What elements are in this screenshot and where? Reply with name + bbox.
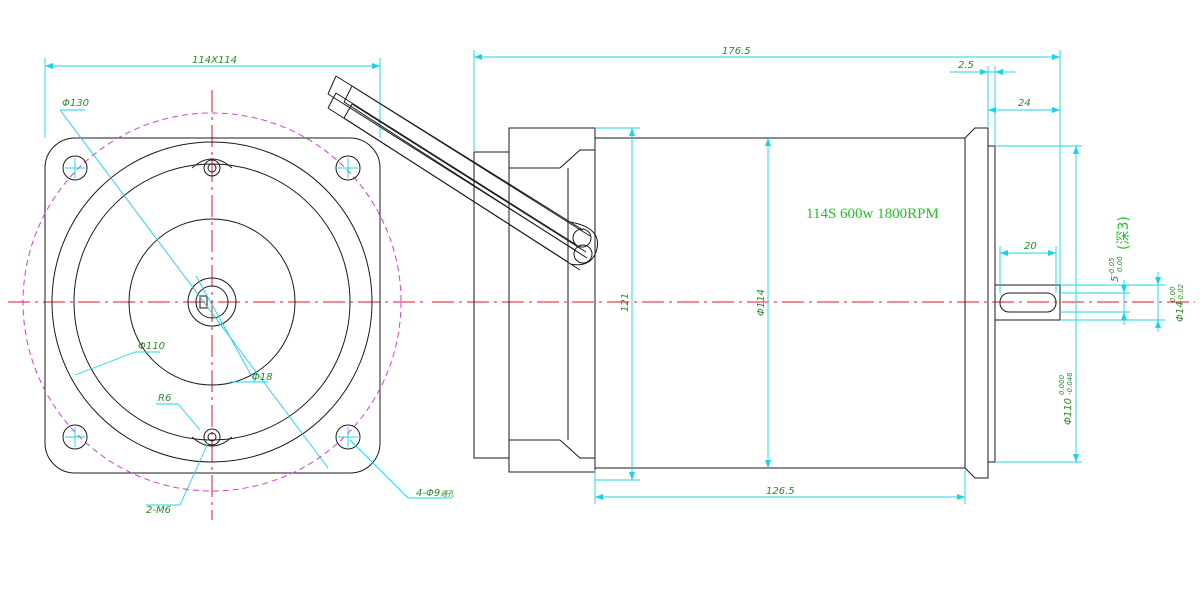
dim-pilot-tol-lower: -0.046 [1066,372,1074,395]
motor-title: 114S 600w 1800RPM [806,206,939,222]
pitch-circle [22,112,402,492]
square-flange [44,137,381,474]
dim-pilot-dia-label: Φ110 [1063,398,1074,425]
pilot-circle [128,218,296,386]
rear-end-cap [473,127,596,473]
dim-shaft-tol-lower: -0.02 [1177,283,1185,302]
motor-body [594,137,966,469]
keyway [999,292,1057,313]
dim-flange-label: 2.5 [958,60,974,71]
mount-hole-br [335,424,361,450]
shaft [994,284,1061,321]
dim-holes-leader [349,439,409,499]
top-tapped-hole [203,159,221,177]
shaft-circle [195,285,229,319]
dim-square-label: 114X114 [192,55,237,66]
pilot-boss [987,145,996,463]
bottom-notch [191,436,233,447]
dim-shaft-label: 24 [1018,98,1031,109]
dim-radius-label: R6 [158,393,171,404]
dim-boss-leader [195,275,256,383]
lead-wires [327,75,598,271]
bottom-tapped-hole [203,428,221,446]
dim-body-label: 126.5 [766,486,795,497]
dim-height-label: 121 [620,293,631,312]
dim-pilot-leader [74,351,136,376]
dim-key-width-label: 5-0.05 [1108,257,1121,282]
top-tapped-hole-inner [207,163,217,173]
top-notch [191,158,233,169]
dim-key-label: 20 [1024,241,1037,252]
dim-boss-label: Φ18 [252,372,273,383]
boss-circle [187,277,237,327]
dim-key-tol-lower: 0.00 [1116,256,1124,272]
dim-body-dia-label: Φ114 [756,289,767,316]
mount-hole-bl [62,424,88,450]
dim-shaft-tol-upper: 0.00 [1169,286,1177,302]
side-view: 114S 600w 1800RPM 176.5 2.5 24 20 [327,46,1195,504]
bottom-tapped-hole-inner [207,432,217,442]
dim-shaft-dia-label: Φ14 [1175,301,1186,322]
front-flange [964,127,989,479]
dim-pcd-label: Φ130 [62,98,89,109]
dim-holes-label: 4-Φ9通孔 [416,488,455,499]
dim-tapped-label: 2-M6 [146,505,171,516]
key-flat [199,295,208,309]
dim-pilot-tol-upper: 0.000 [1058,374,1066,395]
outer-ring-1 [51,141,373,463]
dim-overall-label: 176.5 [722,46,751,57]
depth-note: (深3) [1116,216,1132,250]
dim-pilot-label: Φ110 [138,341,165,352]
mount-hole-tl [62,155,88,181]
dim-pcd-leader [59,109,329,469]
front-view: 114X114 Φ130 Φ110 Φ18 R6 2-M6 4-Φ9通孔 [8,55,455,520]
mount-hole-tr [335,155,361,181]
